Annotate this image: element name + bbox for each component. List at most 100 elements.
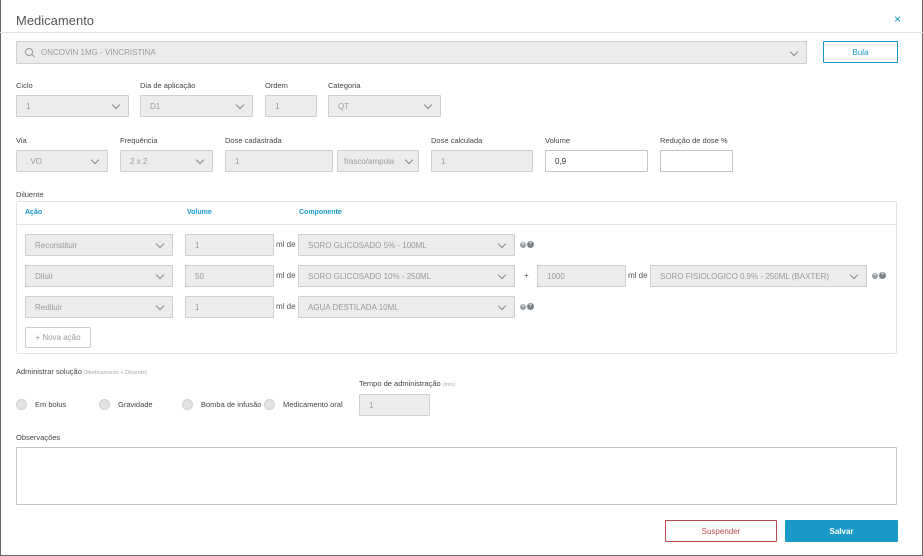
chevron-down-icon bbox=[156, 241, 164, 249]
search-icon bbox=[25, 47, 35, 58]
diluente-panel bbox=[16, 201, 897, 354]
chevron-down-icon bbox=[498, 303, 506, 311]
nova-acao-button[interactable]: + Nova ação bbox=[25, 327, 91, 348]
volume-value: 50 bbox=[195, 271, 204, 281]
add-icon[interactable]: + bbox=[527, 303, 534, 310]
componente-select-1[interactable]: SORO GLICOSADO 5% - 100ML bbox=[298, 234, 515, 256]
dia-value: D1 bbox=[150, 101, 161, 111]
radio-gravidade[interactable]: Gravidade bbox=[99, 399, 153, 410]
administrar-sublabel: (Medicamento + Diluente) bbox=[83, 370, 148, 376]
acao-select-2[interactable]: Diluir bbox=[25, 265, 173, 287]
volume-input[interactable]: 0,9 bbox=[545, 150, 648, 172]
chevron-down-icon bbox=[498, 241, 506, 249]
acao-value: Reconstituir bbox=[35, 240, 78, 250]
medication-select[interactable]: ONCOVIN 1MG - VINCRISTINA bbox=[16, 41, 807, 64]
bula-button[interactable]: Bula bbox=[823, 41, 898, 63]
dose-unit-select[interactable]: frasco/ampola bbox=[337, 150, 419, 172]
header-divider bbox=[0, 32, 923, 33]
extra-volume-value: 1000 bbox=[547, 271, 565, 281]
componente-select-3[interactable]: AGUA DESTILADA 10ML bbox=[298, 296, 515, 318]
radio-circle[interactable] bbox=[16, 399, 27, 410]
ciclo-label: Ciclo bbox=[16, 81, 33, 90]
dose-calculada-input[interactable]: 1 bbox=[431, 150, 533, 172]
diluente-header bbox=[16, 201, 897, 225]
chevron-down-icon bbox=[112, 102, 120, 110]
row-actions-2: •+ bbox=[872, 272, 886, 279]
chevron-down-icon bbox=[405, 157, 413, 165]
add-icon[interactable]: + bbox=[527, 241, 534, 248]
acao-select-1[interactable]: Reconstituir bbox=[25, 234, 173, 256]
row-actions-1: •+ bbox=[520, 241, 534, 248]
plus-sign: + bbox=[524, 271, 529, 280]
tempo-value: 1 bbox=[369, 400, 374, 410]
radio-label: Bomba de infusão bbox=[201, 400, 262, 409]
radio-em-bolus[interactable]: Em bolus bbox=[16, 399, 66, 410]
ordem-value: 1 bbox=[275, 101, 280, 111]
close-icon[interactable]: × bbox=[894, 12, 902, 26]
observacoes-textarea[interactable] bbox=[16, 447, 897, 505]
add-icon[interactable]: + bbox=[879, 272, 886, 279]
observacoes-label: Observações bbox=[16, 433, 61, 442]
volume-value: 1 bbox=[195, 302, 200, 312]
categoria-value: QT bbox=[338, 101, 350, 111]
radio-circle[interactable] bbox=[99, 399, 110, 410]
dose-cadastrada-input[interactable]: 1 bbox=[225, 150, 333, 172]
radio-medicamento-oral[interactable]: Medicamento oral bbox=[264, 399, 343, 410]
ordem-input[interactable]: 1 bbox=[265, 95, 317, 117]
administrar-label-text: Administrar solução bbox=[16, 367, 82, 376]
volume-input-3[interactable]: 1 bbox=[185, 296, 274, 318]
componente-value: SORO GLICOSADO 5% - 100ML bbox=[308, 240, 427, 250]
administrar-label: Administrar solução (Medicamento + Dilue… bbox=[16, 367, 147, 376]
extra-volume-input[interactable]: 1000 bbox=[537, 265, 626, 287]
chevron-down-icon bbox=[236, 102, 244, 110]
volume-label: Volume bbox=[545, 136, 571, 145]
unit-label: ml de bbox=[276, 271, 296, 280]
tempo-input[interactable]: 1 bbox=[359, 394, 430, 416]
volume-input-1[interactable]: 1 bbox=[185, 234, 274, 256]
volume-input-2[interactable]: 50 bbox=[185, 265, 274, 287]
dose-unit-value: frasco/ampola bbox=[344, 156, 395, 166]
frequencia-label: Frequência bbox=[120, 136, 158, 145]
dia-select[interactable]: D1 bbox=[140, 95, 253, 117]
unit-label: ml de bbox=[628, 271, 648, 280]
reducao-input[interactable] bbox=[660, 150, 733, 172]
frequencia-value: 2 x 2 bbox=[130, 156, 148, 166]
ciclo-value: 1 bbox=[26, 101, 31, 111]
settings-icon[interactable]: • bbox=[520, 303, 526, 310]
frequencia-select[interactable]: 2 x 2 bbox=[120, 150, 213, 172]
categoria-select[interactable]: QT bbox=[328, 95, 441, 117]
ciclo-select[interactable]: 1 bbox=[16, 95, 129, 117]
chevron-down-icon bbox=[156, 303, 164, 311]
reducao-label: Redução de dose % bbox=[660, 136, 728, 145]
settings-icon[interactable]: • bbox=[520, 241, 526, 248]
radio-circle[interactable] bbox=[264, 399, 275, 410]
acao-select-3[interactable]: Rediluir bbox=[25, 296, 173, 318]
dose-calculada-value: 1 bbox=[441, 156, 446, 166]
unit-label: ml de bbox=[276, 302, 296, 311]
tempo-unit: (min) bbox=[442, 382, 456, 388]
radio-bomba-infusao[interactable]: Bomba de infusão bbox=[182, 399, 261, 410]
dose-cadastrada-label: Dose cadastrada bbox=[225, 136, 282, 145]
radio-label: Gravidade bbox=[118, 400, 153, 409]
via-value: . VO bbox=[26, 156, 43, 166]
chevron-down-icon bbox=[156, 272, 164, 280]
acao-value: Rediluir bbox=[35, 302, 63, 312]
chevron-down-icon bbox=[424, 102, 432, 110]
medication-value: ONCOVIN 1MG - VINCRISTINA bbox=[41, 48, 156, 57]
componente-value: SORO GLICOSADO 10% - 250ML bbox=[308, 271, 432, 281]
salvar-button[interactable]: Salvar bbox=[785, 520, 898, 542]
ordem-label: Ordem bbox=[265, 81, 288, 90]
volume-value: 0,9 bbox=[555, 156, 567, 166]
chevron-down-icon bbox=[91, 157, 99, 165]
chevron-down-icon bbox=[790, 49, 798, 57]
row-actions-3: •+ bbox=[520, 303, 534, 310]
radio-circle[interactable] bbox=[182, 399, 193, 410]
extra-componente-select[interactable]: SORO FISIOLOGICO 0.9% - 250ML (BAXTER) bbox=[650, 265, 867, 287]
suspender-button[interactable]: Suspender bbox=[665, 520, 777, 542]
settings-icon[interactable]: • bbox=[872, 272, 878, 279]
via-select[interactable]: . VO bbox=[16, 150, 108, 172]
dia-label: Dia de aplicação bbox=[140, 81, 196, 90]
unit-label: ml de bbox=[276, 240, 296, 249]
header-acao: Ação bbox=[25, 209, 43, 216]
componente-select-2[interactable]: SORO GLICOSADO 10% - 250ML bbox=[298, 265, 515, 287]
